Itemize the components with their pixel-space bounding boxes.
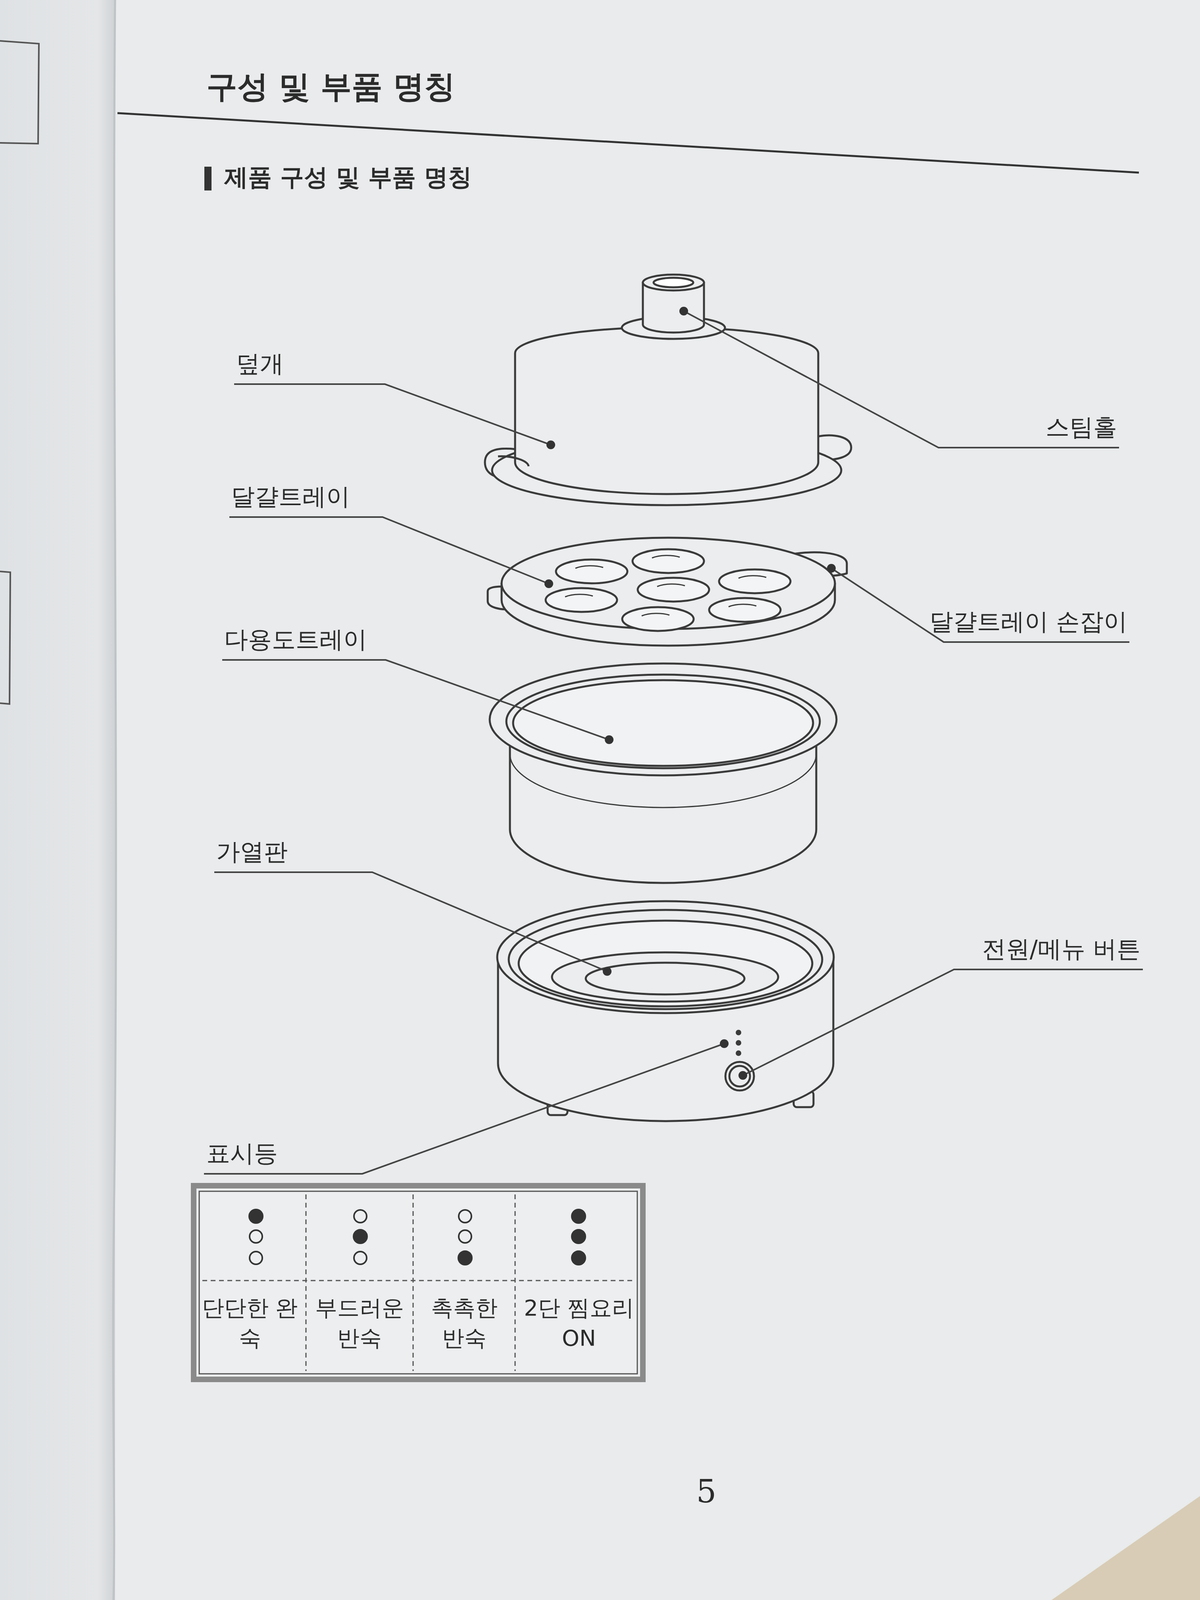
- dot-off: [458, 1209, 472, 1223]
- power-button-inner: [729, 1065, 750, 1087]
- leader-dot: [604, 735, 614, 745]
- prev-page-box: [0, 571, 11, 704]
- page-number: 5: [674, 1470, 739, 1514]
- heating-plate-center: [585, 962, 745, 995]
- egg-hole: [709, 598, 781, 622]
- table-corner: [1051, 1496, 1200, 1600]
- dot-off: [249, 1230, 263, 1243]
- part-name: 표시등: [206, 1138, 278, 1168]
- indicator-dot: [735, 1050, 742, 1056]
- leader-line: [831, 568, 1130, 643]
- part-name: 스팀홀: [1045, 412, 1118, 442]
- hole-shade: [641, 613, 670, 616]
- leader-dot: [546, 440, 556, 450]
- multi-tray-rim: [489, 663, 837, 776]
- hole-shade: [565, 594, 593, 597]
- part-name: 가열판: [216, 837, 288, 866]
- egg-hole-shading: [565, 555, 767, 616]
- leader-line: [234, 384, 551, 445]
- leader-line: [742, 969, 1143, 1076]
- multi-tray-band: [509, 753, 817, 808]
- multi-tray-inner: [513, 680, 814, 766]
- page-title: 구성 및 부품 명칭: [206, 68, 456, 106]
- leader-dots: [544, 306, 836, 1080]
- table-cell: 촉촉한 반숙: [417, 1292, 512, 1353]
- part-name: 다용도트레이: [224, 625, 368, 654]
- leader-dot: [719, 1039, 729, 1049]
- hole-shade: [657, 584, 685, 587]
- dot-off: [249, 1251, 263, 1265]
- indicator-dot: [735, 1040, 742, 1046]
- egg-hole: [719, 569, 791, 594]
- hole-shade: [575, 565, 604, 569]
- leader-line: [214, 872, 608, 972]
- egg-hole: [632, 549, 704, 574]
- leader-dot: [826, 563, 836, 573]
- left-page: [0, 0, 116, 1600]
- dot-on: [249, 1209, 263, 1224]
- table-cell: 단단한 완숙: [197, 1292, 302, 1353]
- indicator-dot: [735, 1029, 742, 1036]
- dot-off: [353, 1209, 367, 1223]
- leader-dot: [602, 967, 612, 976]
- lid-body: [515, 327, 819, 495]
- dot-on: [571, 1251, 586, 1265]
- table-cell: 2단 찜요리 ON: [519, 1292, 639, 1353]
- table-divider: [412, 1194, 414, 1372]
- base-lip: [508, 909, 823, 1010]
- hole-shade: [728, 604, 757, 607]
- part-name: 달걀트레이 손잡이: [929, 607, 1128, 636]
- dot-on: [571, 1229, 586, 1244]
- table-cell: 부드러운 반숙: [309, 1292, 410, 1353]
- indicator-dots: [249, 1209, 586, 1265]
- dot-on: [458, 1251, 472, 1265]
- base-floor: [518, 920, 813, 1007]
- dot-off: [458, 1230, 472, 1243]
- lid-handle-notch: [498, 456, 529, 467]
- leader-line: [229, 517, 549, 584]
- dot-on: [353, 1229, 368, 1244]
- egg-holes: [545, 549, 791, 631]
- egg-hole: [555, 559, 628, 584]
- leader-dot: [679, 306, 689, 316]
- leader-dot: [738, 1071, 748, 1080]
- leader-lines: [203, 311, 1143, 1174]
- part-name: 달걀트레이: [230, 482, 350, 511]
- heating-plate: [551, 952, 779, 1002]
- indicator-table: [193, 1185, 643, 1380]
- table-divider: [305, 1194, 307, 1372]
- egg-tray-top: [501, 537, 835, 629]
- leader-line: [222, 659, 610, 740]
- steam-hole: [653, 277, 694, 288]
- leader-line: [683, 311, 1120, 448]
- table-frame: [193, 1185, 643, 1380]
- egg-cooker: [484, 274, 852, 1122]
- power-button: [725, 1061, 754, 1091]
- page-edge: [113, 0, 116, 1600]
- multi-tray-lip: [506, 674, 820, 769]
- steam-top: [642, 274, 704, 291]
- subheading-bar: [204, 166, 212, 191]
- leader-line: [203, 1043, 725, 1174]
- hole-shade: [651, 555, 680, 558]
- part-name: 전원/메뉴 버튼: [982, 934, 1141, 964]
- base-rim: [497, 901, 834, 1014]
- egg-hole: [637, 577, 710, 602]
- leader-dot: [544, 579, 554, 589]
- egg-hole: [545, 588, 618, 612]
- dot-off: [353, 1251, 367, 1265]
- hole-shade: [738, 575, 767, 579]
- table-divider: [202, 1280, 635, 1282]
- section-heading: 제품 구성 및 부품 명칭: [224, 162, 472, 192]
- prev-page-box: [0, 40, 39, 144]
- dot-on: [571, 1209, 586, 1224]
- part-name: 덮개: [236, 349, 284, 378]
- egg-hole: [622, 607, 694, 631]
- table-divider: [514, 1194, 516, 1372]
